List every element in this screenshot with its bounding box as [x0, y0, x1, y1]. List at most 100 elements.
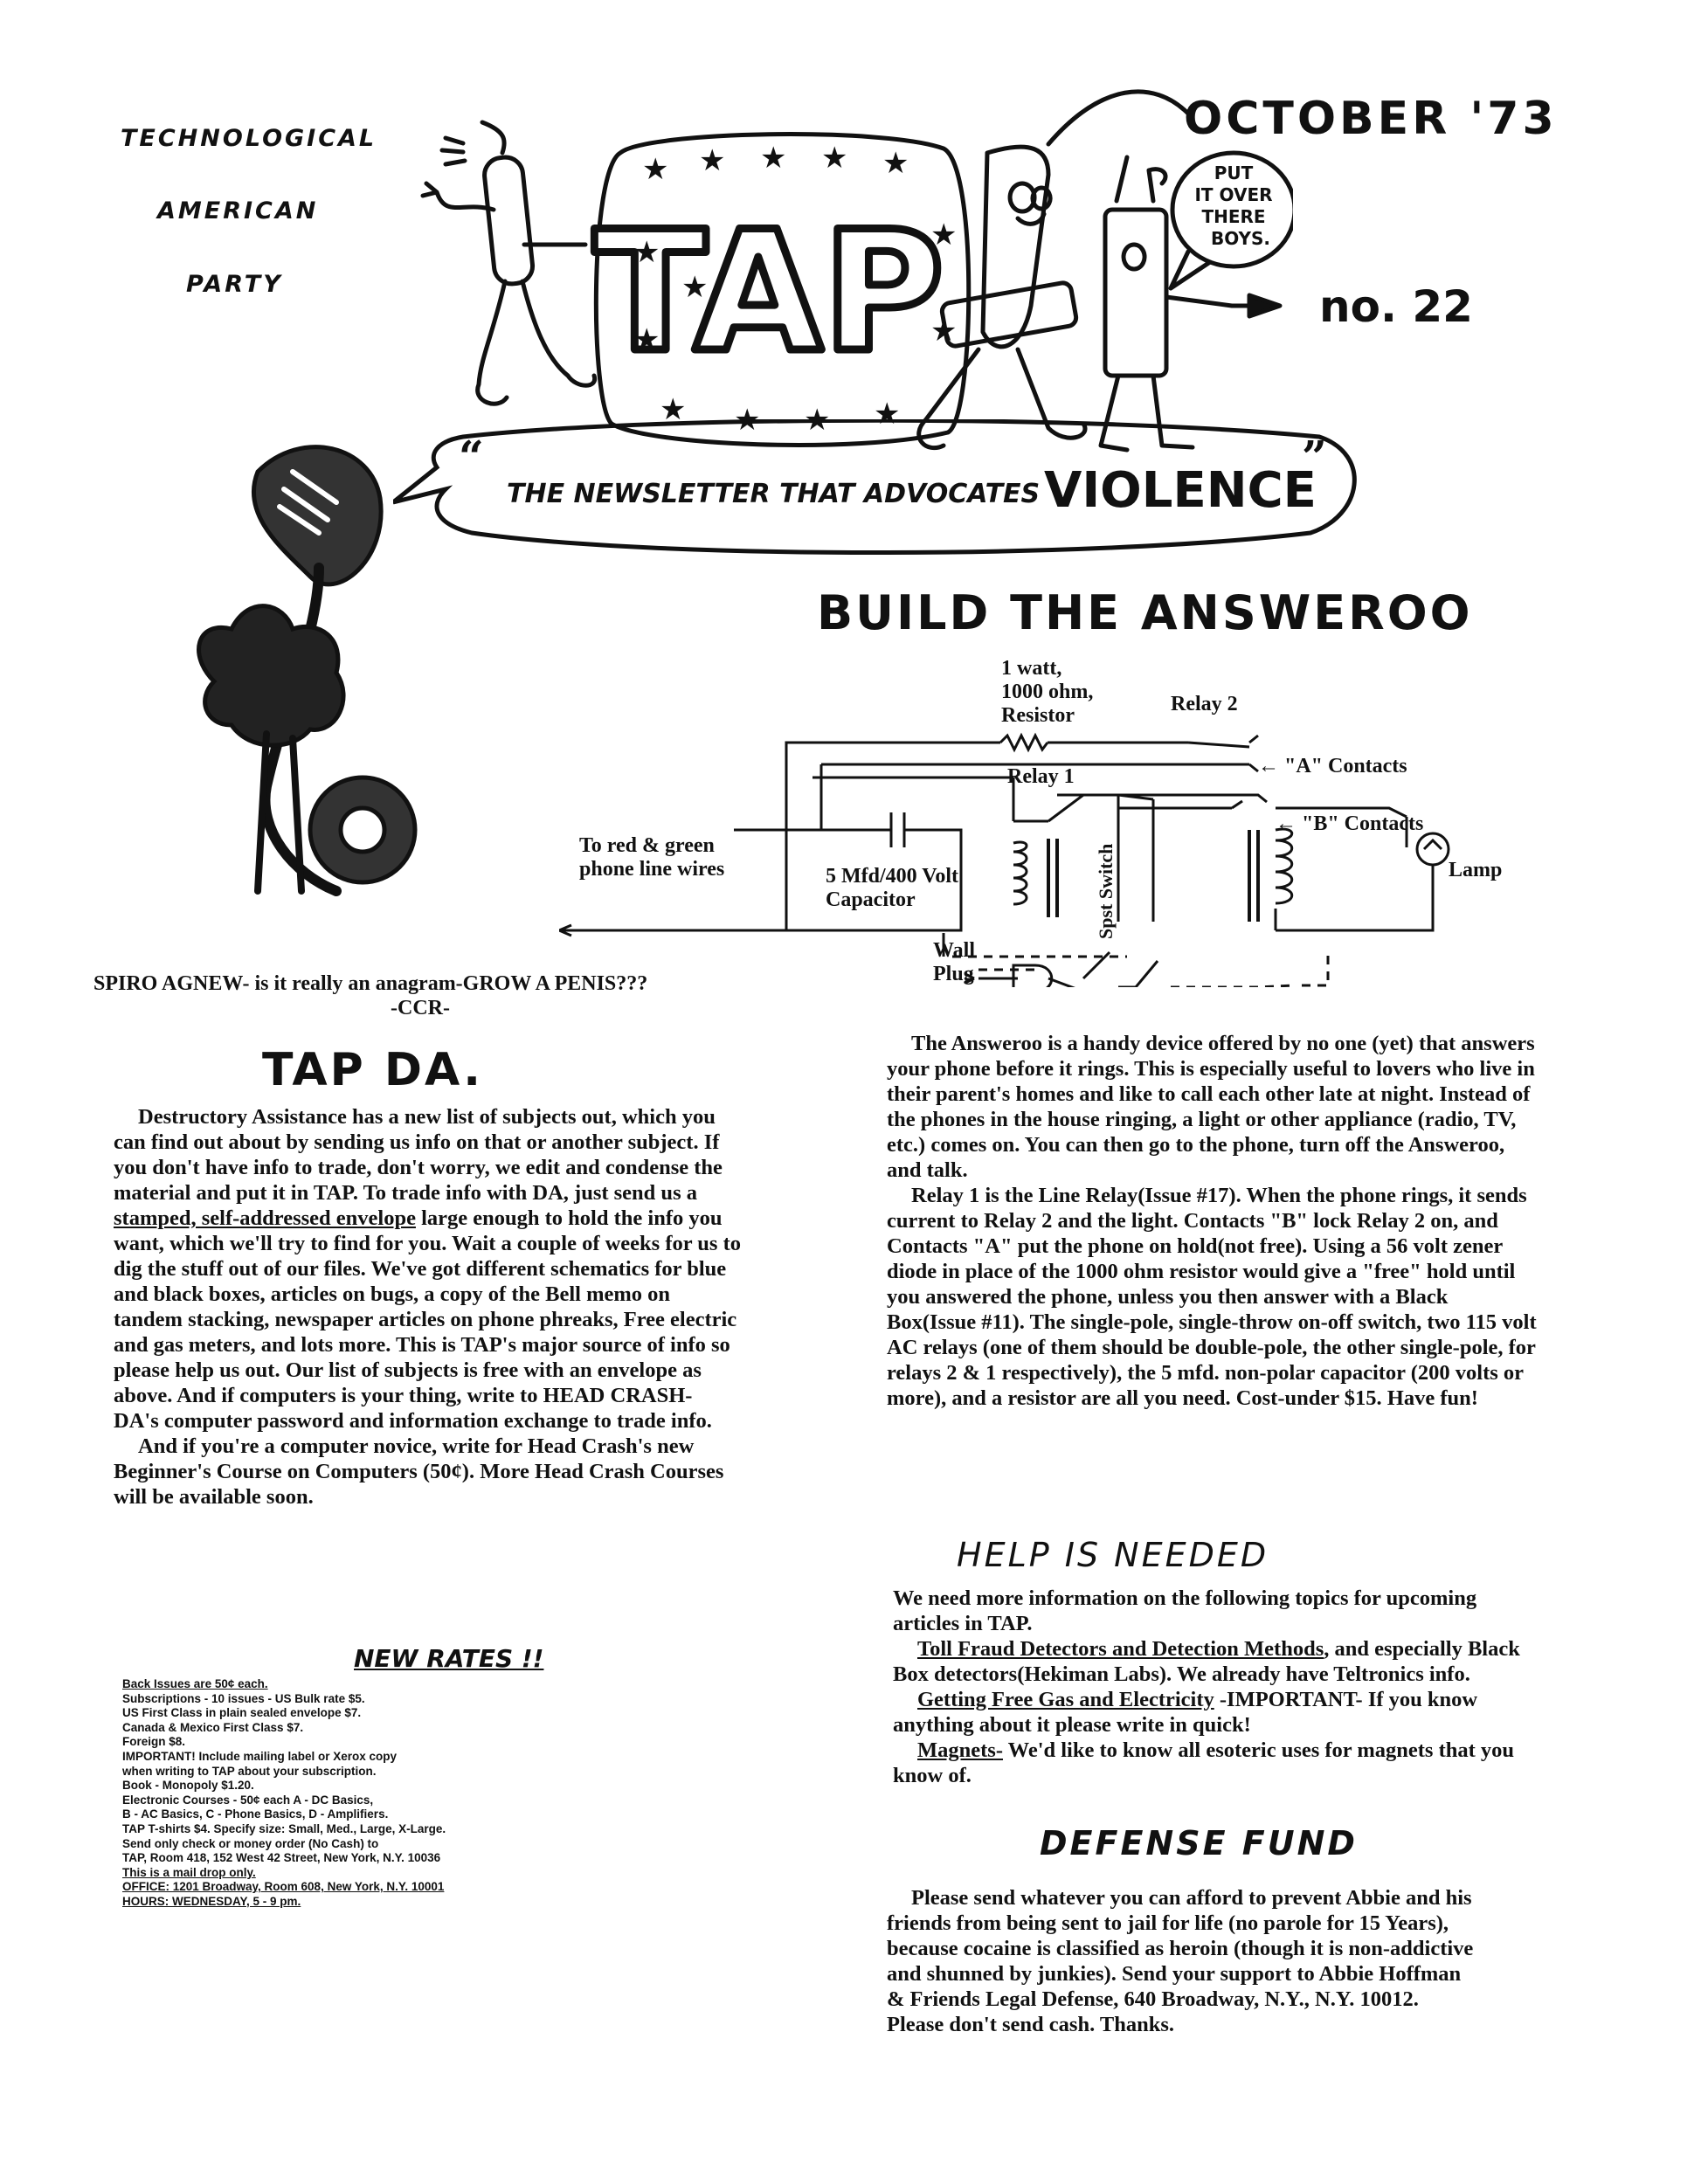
resistor-label-3: Resistor — [1001, 704, 1075, 727]
rates-line: Back Issues are 50¢ each. — [122, 1677, 268, 1690]
help-item-1-title: Toll Fraud Detectors and Detection Metho… — [917, 1637, 1324, 1661]
tap-da-underlined: stamped, self-addressed envelope — [114, 1206, 416, 1230]
rates-line: Electronic Courses - 50¢ each A - DC Bas… — [122, 1793, 374, 1807]
phone-line-label-2: phone line wires — [579, 858, 725, 881]
svg-text:★: ★ — [633, 235, 660, 270]
rates-line: Foreign $8. — [122, 1735, 186, 1749]
right-cartoon-figure — [916, 89, 1191, 451]
rates-line: TAP T-shirts $4. Specify size: Small, Me… — [122, 1821, 446, 1835]
answeroo-paragraph-2: Relay 1 is the Line Relay(Issue #17). Wh… — [887, 1184, 1537, 1410]
spst-switch — [1118, 960, 1159, 987]
switch-label-2: Switch — [1095, 843, 1117, 900]
svg-text:★: ★ — [699, 143, 725, 178]
resistor-label: 1 watt, 1000 ohm, Resistor — [1001, 657, 1093, 728]
answeroo-headline: BUILD THE ANSWEROO — [817, 585, 1473, 640]
rates-line: This is a mail drop only. — [122, 1865, 256, 1879]
relay1-coil — [1013, 840, 1028, 906]
contacts-a-label: ← "A" Contacts — [1258, 755, 1407, 777]
svg-text:★: ★ — [642, 152, 668, 187]
resistor-label-2: 1000 ohm, — [1001, 681, 1094, 703]
answeroo-paragraph-1: The Answeroo is a handy device offered b… — [887, 1032, 1535, 1182]
relay2-label: Relay 2 — [1171, 693, 1238, 715]
defense-paragraph: Please send whatever you can afford to p… — [887, 1886, 1474, 2036]
defense-headline: DEFENSE FUND — [1040, 1824, 1358, 1862]
help-headline: HELP IS NEEDED — [957, 1536, 1269, 1574]
issue-number: no. 22 — [1319, 281, 1473, 332]
pointing-cartoon-figure — [1098, 155, 1283, 453]
new-rates-list: Back Issues are 50¢ each. Subscriptions … — [122, 1677, 446, 1910]
speech-line-4: BOYS. — [1211, 228, 1270, 249]
rates-line: OFFICE: 1201 Broadway, Room 608, New Yor… — [122, 1880, 445, 1894]
answeroo-circuit-diagram — [559, 732, 1450, 987]
help-item-3-title: Magnets- — [917, 1738, 1003, 1762]
capacitor-label-2: Capacitor — [826, 888, 916, 911]
tap-da-text-2: large enough to hold the info you want, … — [114, 1206, 741, 1433]
wall-plug-label: Wall Plug — [933, 939, 975, 986]
rates-line: Send only check or money order (No Cash)… — [122, 1836, 379, 1850]
help-item-2-text: -IMPORTANT- If you know anything about i… — [893, 1688, 1478, 1737]
speech-line-3: THERE — [1201, 206, 1265, 227]
help-item-1: Toll Fraud Detectors and Detection Metho… — [893, 1636, 1539, 1687]
wall-plug-label-1: Wall — [933, 939, 976, 962]
left-cartoon-figure — [420, 120, 598, 406]
help-item-3: Magnets- We'd like to know all esoteric … — [893, 1738, 1539, 1788]
phone-line-label-1: To red & green — [579, 834, 715, 857]
tap-da-paragraph-2: And if you're a computer novice, write f… — [114, 1434, 724, 1509]
party-name-line-2: AMERICAN — [157, 197, 319, 225]
tagline-emphasis: VIOLENCE — [1044, 462, 1317, 519]
rates-line: TAP, Room 418, 152 West 42 Street, New Y… — [122, 1851, 441, 1865]
capacitor-label: 5 Mfd/400 Volt Capacitor — [826, 865, 958, 912]
contacts-b-label: ← "B" Contacts — [1276, 812, 1424, 835]
masthead-cartoon: TAP ★★★ ★★★ ★★★ ★★★ ★★ PUT IT OVER — [420, 89, 1293, 453]
switch-label-1: Spst — [1095, 903, 1117, 939]
rates-line: HOURS: WEDNESDAY, 5 - 9 pm. — [122, 1894, 301, 1908]
tap-logo-box: TAP ★★★ ★★★ ★★★ ★★★ ★★ — [590, 132, 972, 447]
svg-text:★: ★ — [681, 270, 708, 305]
anagram-credit: -CCR- — [391, 997, 450, 1019]
svg-text:”: ” — [1302, 431, 1327, 482]
help-item-3-text: We'd like to know all esoteric uses for … — [893, 1738, 1515, 1787]
svg-text:★: ★ — [821, 141, 847, 176]
svg-text:★: ★ — [882, 146, 909, 181]
help-item-2: Getting Free Gas and Electricity -IMPORT… — [893, 1687, 1539, 1738]
svg-text:★: ★ — [874, 397, 900, 432]
party-name-line-3: PARTY — [186, 271, 283, 298]
rates-line: Book - Monopoly $1.20. — [122, 1779, 254, 1793]
svg-text:“: “ — [459, 431, 484, 482]
tagline-text: THE NEWSLETTER THAT ADVOCATES — [507, 479, 1040, 509]
rates-line: US First Class in plain sealed envelope … — [122, 1706, 362, 1720]
phone-line-label: To red & green phone line wires — [579, 834, 724, 881]
svg-text:★: ★ — [930, 218, 957, 252]
tap-da-body: Destructory Assistance has a new list of… — [114, 1104, 743, 1510]
lamp-label: Lamp — [1449, 859, 1503, 881]
contacts-b-text: "B" Contacts — [1302, 812, 1424, 835]
svg-text:★: ★ — [760, 141, 786, 176]
tagline-balloon: THE NEWSLETTER THAT ADVOCATES VIOLENCE “… — [393, 419, 1357, 555]
answeroo-body: The Answeroo is a handy device offered b… — [887, 1031, 1542, 1411]
hand-phone-illustration — [197, 445, 418, 896]
wall-plug-label-2: Plug — [933, 963, 974, 985]
help-item-1-text: , and especially Black Box detectors(Hek… — [893, 1637, 1520, 1686]
tap-logo-text: TAP — [593, 196, 944, 389]
capacitor-symbol — [874, 812, 963, 847]
rates-line: Subscriptions - 10 issues - US Bulk rate… — [122, 1691, 365, 1705]
party-name-line-1: TECHNOLOGICAL — [121, 125, 377, 152]
resistor-label-1: 1 watt, — [1001, 657, 1062, 680]
rates-line: B - AC Basics, C - Phone Basics, D - Amp… — [122, 1807, 389, 1821]
help-intro: We need more information on the followin… — [893, 1586, 1477, 1635]
lamp-symbol — [1415, 832, 1450, 867]
help-item-2-title: Getting Free Gas and Electricity — [917, 1688, 1214, 1711]
issue-date: OCTOBER '73 — [1184, 93, 1558, 145]
speech-line-2: IT OVER — [1194, 184, 1272, 205]
capacitor-label-1: 5 Mfd/400 Volt — [826, 865, 959, 888]
anagram-line: SPIRO AGNEW- is it really an anagram-GRO… — [93, 972, 648, 995]
defense-body: Please send whatever you can afford to p… — [887, 1885, 1481, 2037]
speech-bubble: PUT IT OVER THERE BOYS. — [1168, 150, 1293, 291]
help-body: We need more information on the followin… — [893, 1586, 1539, 1788]
circuit-top-wire — [785, 741, 1000, 747]
relay1-label: Relay 1 — [1007, 765, 1075, 788]
rates-line: IMPORTANT! Include mailing label or Xero… — [122, 1749, 398, 1763]
new-rates-headline: NEW RATES !! — [354, 1644, 544, 1673]
speech-line-1: PUT — [1214, 162, 1254, 183]
tap-da-headline: TAP DA. — [262, 1044, 484, 1096]
